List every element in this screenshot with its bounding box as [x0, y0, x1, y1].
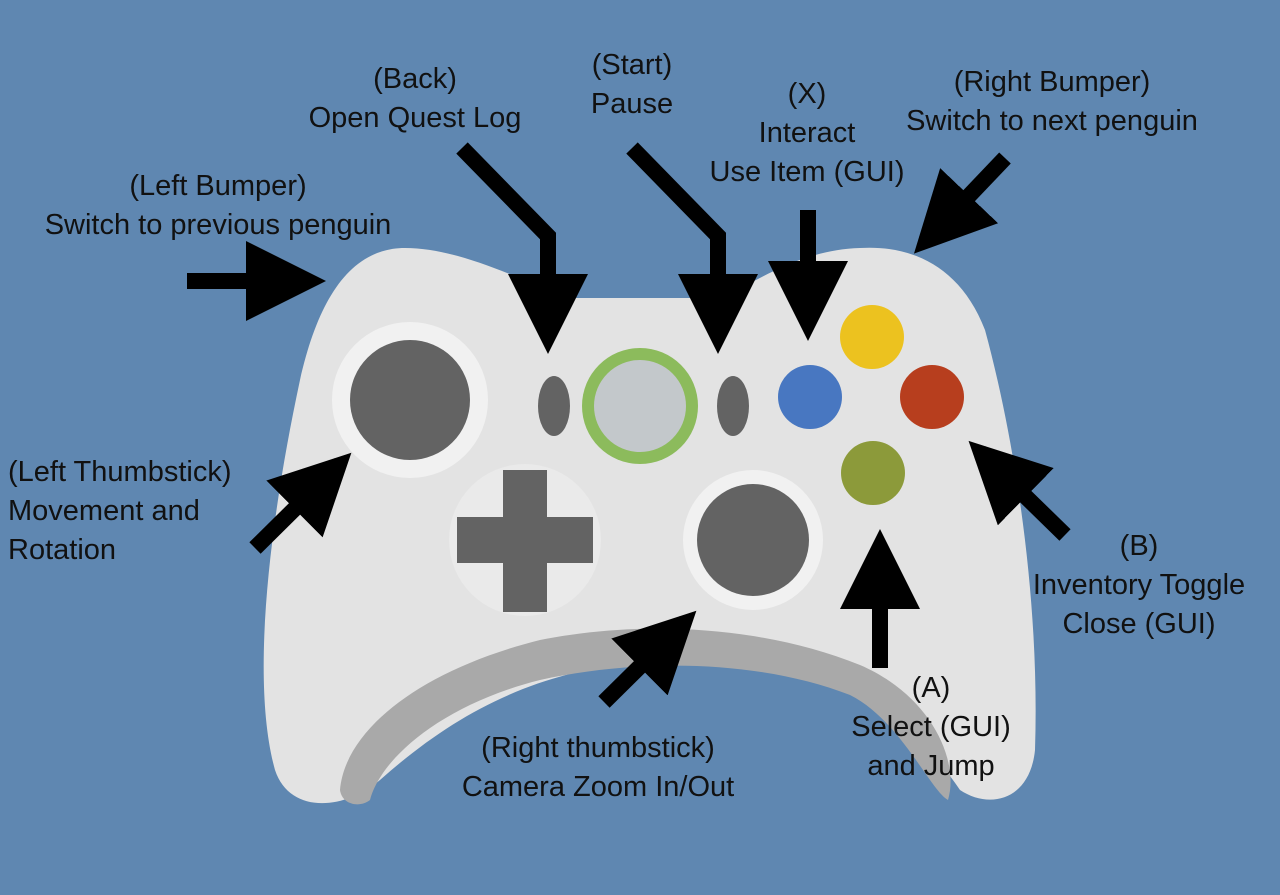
label-left-thumbstick-title: (Left Thumbstick) — [8, 456, 232, 488]
x-button — [778, 365, 842, 429]
label-right-bumper-action: Switch to next penguin — [906, 105, 1198, 137]
label-b-title: (B) — [1119, 530, 1159, 562]
right-thumbstick — [697, 484, 809, 596]
label-b: (B) Inventory Toggle Close (GUI) — [1005, 527, 1273, 644]
back-button — [538, 376, 570, 436]
label-right-bumper-title: (Right Bumper) — [953, 66, 1151, 98]
dpad-horizontal — [457, 517, 593, 563]
label-x-title: (X) — [787, 78, 827, 110]
guide-button — [594, 360, 686, 452]
label-left-thumbstick-action1: Movement and — [8, 495, 200, 527]
a-button — [841, 441, 905, 505]
label-back-title: (Back) — [373, 63, 457, 95]
arrow-right-bumper — [913, 152, 1011, 254]
label-right-thumbstick-action: Camera Zoom In/Out — [461, 771, 735, 803]
label-start-title: (Start) — [591, 49, 673, 81]
label-left-bumper-action: Switch to previous penguin — [44, 209, 392, 241]
label-a-action1: Select (GUI) — [851, 711, 1011, 743]
label-a-action2: and Jump — [867, 750, 995, 782]
label-left-thumbstick: (Left Thumbstick) Movement and Rotation — [8, 453, 278, 570]
label-x-action2: Use Item (GUI) — [709, 156, 905, 188]
label-left-bumper: (Left Bumper) Switch to previous penguin — [8, 167, 428, 245]
label-start-action: Pause — [590, 88, 674, 120]
label-back: (Back) Open Quest Log — [290, 60, 540, 138]
label-x-action1: Interact — [758, 117, 856, 149]
label-right-thumbstick: (Right thumbstick) Camera Zoom In/Out — [430, 729, 766, 807]
b-button — [900, 365, 964, 429]
label-b-action2: Close (GUI) — [1062, 608, 1216, 640]
y-button — [840, 305, 904, 369]
label-a-title: (A) — [911, 672, 951, 704]
label-right-thumbstick-title: (Right thumbstick) — [481, 732, 715, 764]
label-right-bumper: (Right Bumper) Switch to next penguin — [870, 63, 1234, 141]
label-start: (Start) Pause — [570, 46, 694, 124]
label-left-bumper-title: (Left Bumper) — [129, 170, 307, 202]
arrow-back — [456, 142, 588, 354]
label-x: (X) Interact Use Item (GUI) — [688, 75, 926, 192]
arrow-b — [968, 440, 1071, 541]
arrow-right-thumbstick — [598, 610, 697, 708]
left-thumbstick — [350, 340, 470, 460]
arrow-start — [626, 142, 758, 354]
controller-grip-shadow — [340, 628, 951, 805]
label-a: (A) Select (GUI) and Jump — [826, 669, 1036, 786]
arrow-left-thumbstick — [249, 452, 352, 554]
start-button — [717, 376, 749, 436]
label-back-action: Open Quest Log — [308, 102, 522, 134]
label-b-action1: Inventory Toggle — [1032, 569, 1246, 601]
label-left-thumbstick-action2: Rotation — [8, 534, 117, 566]
